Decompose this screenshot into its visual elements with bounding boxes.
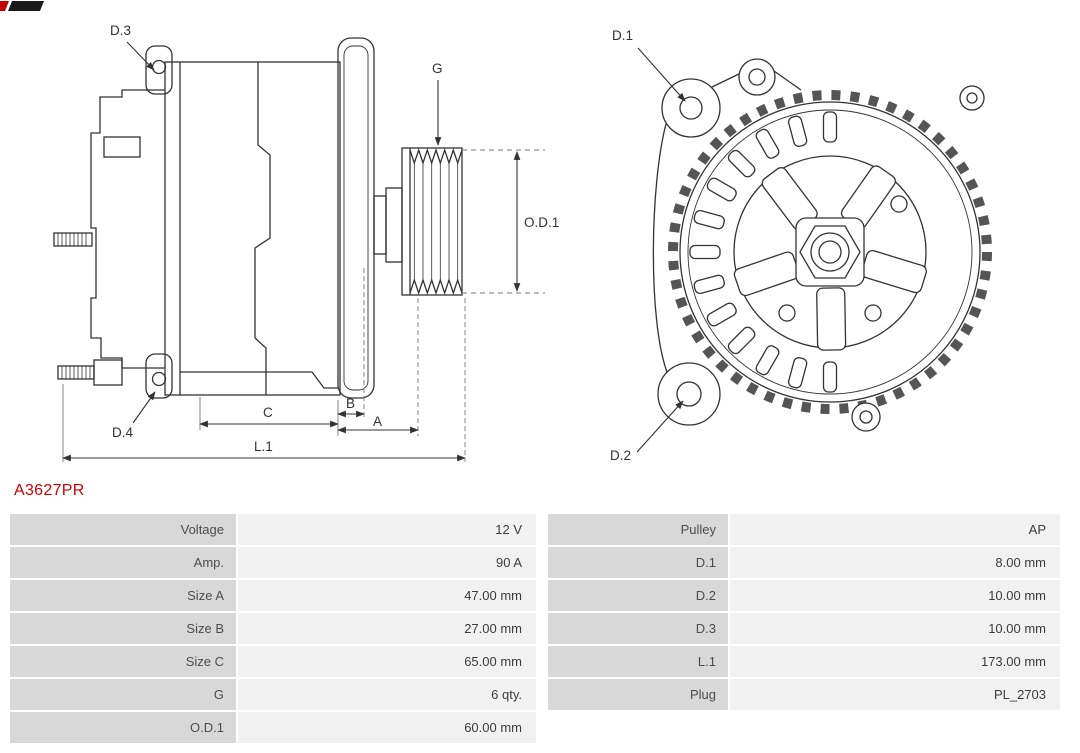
spec-value — [730, 712, 1060, 743]
mounting-lug-d1-icon — [661, 78, 721, 138]
label-d3: D.3 — [110, 23, 131, 38]
spec-value: 12 V — [238, 514, 536, 545]
spec-label: G — [10, 679, 236, 710]
spec-label: Amp. — [10, 547, 236, 578]
bottom-boss-icon — [851, 402, 881, 432]
label-c: C — [263, 405, 273, 420]
spec-row: G 6 qty. Plug PL_2703 — [10, 679, 1070, 710]
specs-table: Voltage 12 V Pulley AP Amp. 90 A D.1 8.0… — [10, 514, 1070, 743]
label-l1: L.1 — [254, 439, 273, 454]
dimension-lines — [62, 149, 545, 462]
spec-value: 8.00 mm — [730, 547, 1060, 578]
spec-value: 173.00 mm — [730, 646, 1060, 677]
housing-fins-icon — [668, 90, 992, 414]
spec-value: 65.00 mm — [238, 646, 536, 677]
spec-value: 90 A — [238, 547, 536, 578]
alternator-technical-drawing: D.3 D.4 G O.D.1 C B A L.1 — [53, 23, 992, 463]
spec-value: 60.00 mm — [238, 712, 536, 743]
spec-value: 10.00 mm — [730, 580, 1060, 611]
spec-row: O.D.1 60.00 mm — [10, 712, 1070, 743]
side-view-drawing — [53, 37, 463, 399]
pulley-side-icon — [401, 147, 463, 296]
spec-row: Size B 27.00 mm D.3 10.00 mm — [10, 613, 1070, 644]
part-number: A3627PR — [14, 482, 85, 499]
spec-value: 47.00 mm — [238, 580, 536, 611]
spec-label: Size B — [10, 613, 236, 644]
front-view-drawing — [652, 58, 992, 432]
spec-label: Plug — [548, 679, 728, 710]
label-a: A — [373, 414, 382, 429]
spec-label: Voltage — [10, 514, 236, 545]
spec-label: Pulley — [548, 514, 728, 545]
spec-value: 10.00 mm — [730, 613, 1060, 644]
top-boss-icon — [738, 58, 776, 96]
label-b: B — [346, 396, 355, 411]
spec-value: AP — [730, 514, 1060, 545]
front-view-leaders — [636, 47, 686, 453]
label-d1: D.1 — [612, 28, 633, 43]
spec-label: L.1 — [548, 646, 728, 677]
spec-row: Amp. 90 A D.1 8.00 mm — [10, 547, 1070, 578]
spec-row: Voltage 12 V Pulley AP — [10, 514, 1070, 545]
dimension-arrows — [62, 41, 521, 462]
spec-label: D.2 — [548, 580, 728, 611]
spec-label: D.3 — [548, 613, 728, 644]
spec-row: Size A 47.00 mm D.2 10.00 mm — [10, 580, 1070, 611]
shaft-nut-icon — [795, 217, 865, 287]
spec-label: Size C — [10, 646, 236, 677]
side-boss-icon — [959, 85, 985, 111]
terminal-stud-icon — [53, 232, 93, 247]
label-g: G — [432, 61, 443, 76]
label-d2: D.2 — [610, 448, 631, 463]
spec-row: Size C 65.00 mm L.1 173.00 mm — [10, 646, 1070, 677]
bottom-stud-icon — [57, 359, 123, 386]
spec-value: 27.00 mm — [238, 613, 536, 644]
spec-label: Size A — [10, 580, 236, 611]
spec-value: 6 qty. — [238, 679, 536, 710]
spec-label: D.1 — [548, 547, 728, 578]
spec-label: O.D.1 — [10, 712, 236, 743]
label-od1: O.D.1 — [524, 215, 559, 230]
brand-logo-icon — [0, 0, 48, 18]
spec-value: PL_2703 — [730, 679, 1060, 710]
mounting-lug-d2-icon — [657, 362, 721, 426]
label-d4: D.4 — [112, 425, 134, 440]
spec-label — [548, 712, 728, 743]
